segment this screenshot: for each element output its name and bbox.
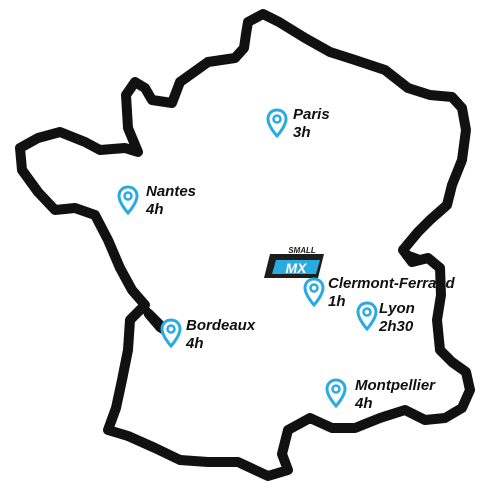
logo-text-mx: MX xyxy=(286,260,309,276)
clermont-ferrand-map-pin-icon[interactable] xyxy=(303,277,325,307)
paris-label: Paris 3h xyxy=(293,106,330,142)
nantes-label: Nantes 4h xyxy=(146,183,196,219)
lyon-name: Lyon xyxy=(379,300,415,317)
clermont-ferrand-duration: 1h xyxy=(328,293,346,310)
clermont-ferrand-label: Clermont-Ferrand 1h xyxy=(328,275,455,311)
montpellier-label: Montpellier 4h xyxy=(355,377,435,413)
lyon-duration: 2h30 xyxy=(379,318,414,335)
paris-duration: 3h xyxy=(293,124,311,141)
bordeaux-name: Bordeaux xyxy=(186,317,256,334)
montpellier-duration: 4h xyxy=(355,395,373,412)
small-mx-logo: SMALL MX xyxy=(264,246,324,278)
montpellier-name: Montpellier xyxy=(355,377,436,394)
lyon-map-pin-icon[interactable] xyxy=(356,301,378,331)
lake-geneva xyxy=(401,249,439,267)
bordeaux-map-pin-icon[interactable] xyxy=(160,318,182,348)
nantes-name: Nantes xyxy=(146,183,197,200)
bordeaux-duration: 4h xyxy=(186,335,204,352)
paris-map-pin-icon[interactable] xyxy=(266,108,288,138)
clermont-ferrand-name: Clermont-Ferrand xyxy=(328,275,455,292)
lyon-label: Lyon 2h30 xyxy=(379,300,415,336)
paris-name: Paris xyxy=(293,106,330,123)
logo-text-small: SMALL xyxy=(288,246,316,255)
nantes-duration: 4h xyxy=(146,201,164,218)
logo-accent-stripe xyxy=(272,260,320,274)
montpellier-map-pin-icon[interactable] xyxy=(325,378,347,408)
france-outline xyxy=(15,9,475,481)
bordeaux-label: Bordeaux 4h xyxy=(186,317,255,353)
nantes-map-pin-icon[interactable] xyxy=(117,185,139,215)
